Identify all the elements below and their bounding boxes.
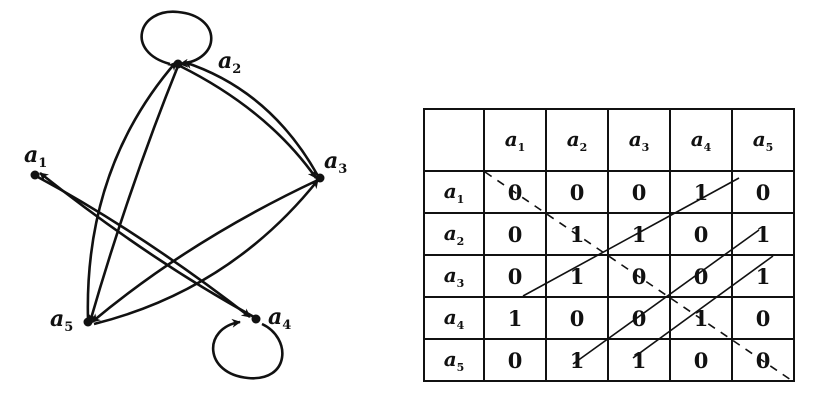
- col-header-a1: a1: [483, 108, 547, 172]
- table-row: a3 0 1 0 0 1: [423, 254, 795, 298]
- col-header-a3: a3: [607, 108, 671, 172]
- adjacency-matrix: a1 a2 a3 a4 a5 a1 0 0 0 1 0 a2 0 1 1 0 1…: [423, 108, 795, 382]
- edge-a3-a2: [183, 60, 320, 177]
- matrix-cell: 1: [607, 338, 671, 382]
- edge-a5-a3: [93, 179, 320, 326]
- table-row: a2 0 1 1 0 1: [423, 212, 795, 256]
- row-header-a2: a2: [423, 212, 485, 256]
- matrix-cell: 1: [483, 296, 547, 340]
- matrix-cell: 0: [545, 170, 609, 214]
- edge-a4-a1: [39, 171, 255, 319]
- corner-cell: [423, 108, 485, 172]
- directed-graph: a1 a2 a3 a4 a5: [24, 10, 347, 380]
- node-a4: [251, 314, 261, 324]
- row-header-a4: a4: [423, 296, 485, 340]
- edge-a5-a2: [86, 61, 177, 321]
- table-row: a5 0 1 1 0 0: [423, 338, 795, 382]
- matrix-cell: 1: [731, 254, 795, 298]
- matrix-cell: 0: [483, 170, 547, 214]
- node-label-a5: a5: [50, 306, 73, 335]
- table-row: a1 0 0 0 1 0: [423, 170, 795, 214]
- matrix-cell: 0: [545, 296, 609, 340]
- row-header-a1: a1: [423, 170, 485, 214]
- header-row: a1 a2 a3 a4 a5: [423, 108, 795, 172]
- matrix-cell: 0: [669, 338, 733, 382]
- node-label-a3: a3: [324, 148, 347, 177]
- matrix-cell: 0: [483, 212, 547, 256]
- node-a5: [83, 317, 93, 327]
- adjacency-table: a1 a2 a3 a4 a5 a1 0 0 0 1 0 a2 0 1 1 0 1…: [423, 108, 795, 382]
- matrix-cell: 0: [483, 254, 547, 298]
- node-label-a4: a4: [268, 304, 291, 333]
- matrix-cell: 0: [607, 296, 671, 340]
- edge-a3-a5: [91, 178, 319, 323]
- node-label-a2: a2: [218, 48, 241, 77]
- node-a3: [315, 173, 325, 183]
- node-a2: [173, 59, 183, 69]
- row-header-a5: a5: [423, 338, 485, 382]
- matrix-cell: 0: [731, 296, 795, 340]
- edge-a2-a5: [87, 65, 180, 323]
- matrix-cell: 0: [731, 170, 795, 214]
- matrix-cell: 1: [669, 296, 733, 340]
- matrix-cell: 0: [731, 338, 795, 382]
- matrix-cell: 0: [669, 212, 733, 256]
- edge-a4-a4-loop: [211, 318, 284, 380]
- edge-a2-a3: [179, 64, 318, 179]
- matrix-cell: 1: [545, 338, 609, 382]
- table-row: a4 1 0 0 1 0: [423, 296, 795, 340]
- col-header-a2: a2: [545, 108, 609, 172]
- matrix-cell: 0: [669, 254, 733, 298]
- matrix-cell: 1: [669, 170, 733, 214]
- matrix-cell: 1: [731, 212, 795, 256]
- col-header-a4: a4: [669, 108, 733, 172]
- matrix-cell: 0: [483, 338, 547, 382]
- matrix-cell: 1: [545, 254, 609, 298]
- node-a1: [30, 170, 40, 180]
- matrix-cell: 1: [545, 212, 609, 256]
- edge-a2-a2-loop: [140, 10, 213, 68]
- node-label-a1: a1: [24, 142, 47, 171]
- matrix-cell: 0: [607, 254, 671, 298]
- matrix-cell: 0: [607, 170, 671, 214]
- col-header-a5: a5: [731, 108, 795, 172]
- row-header-a3: a3: [423, 254, 485, 298]
- matrix-cell: 1: [607, 212, 671, 256]
